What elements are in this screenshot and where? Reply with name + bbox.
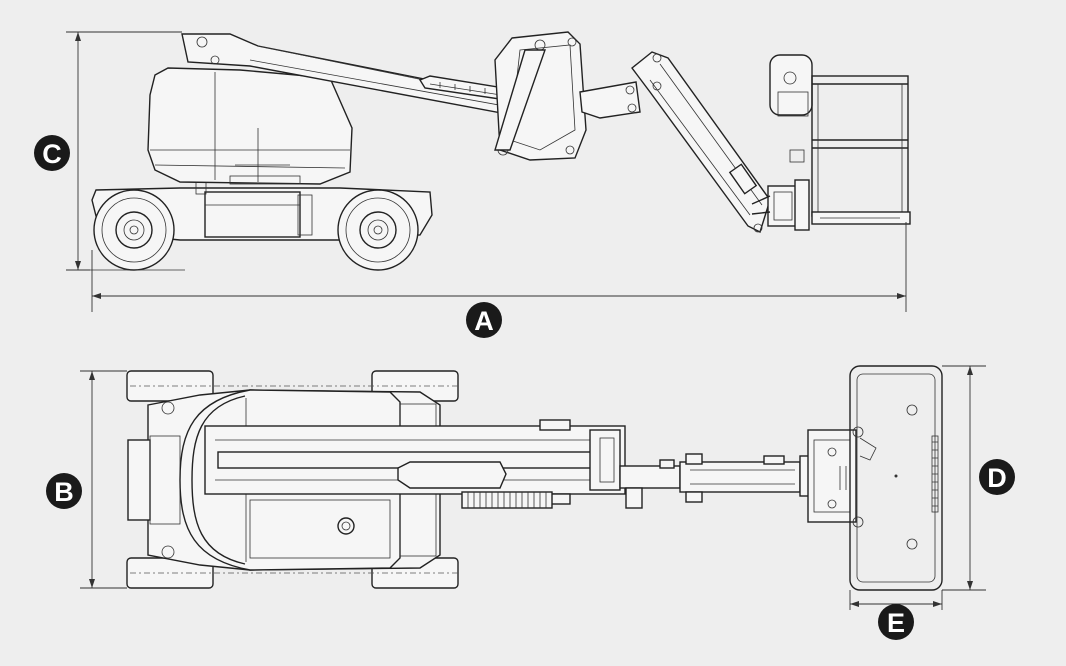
top-main-boom bbox=[204, 419, 626, 505]
dimension-d bbox=[942, 365, 986, 591]
badge-d: D bbox=[979, 459, 1015, 495]
badge-e: E bbox=[878, 604, 914, 640]
badge-c: C bbox=[34, 135, 70, 171]
side-front-wheel bbox=[93, 189, 175, 271]
side-view bbox=[82, 31, 911, 271]
label-e: E bbox=[887, 608, 905, 638]
badge-b: B bbox=[46, 473, 82, 509]
side-riser bbox=[494, 31, 587, 161]
badge-a: A bbox=[466, 302, 502, 338]
label-c: C bbox=[42, 139, 62, 169]
dimension-a bbox=[91, 222, 907, 312]
dimension-c bbox=[66, 31, 182, 271]
top-riser-links bbox=[619, 459, 681, 509]
side-upper-boom bbox=[631, 51, 771, 233]
label-a: A bbox=[474, 306, 494, 336]
side-rear-wheel bbox=[337, 189, 419, 271]
top-upper-boom bbox=[679, 453, 801, 503]
side-jib bbox=[751, 179, 810, 231]
top-view bbox=[126, 365, 943, 591]
side-jib-connector bbox=[579, 81, 641, 119]
side-platform bbox=[769, 54, 911, 225]
top-jib bbox=[799, 429, 857, 523]
top-cable-chain bbox=[461, 491, 553, 509]
label-b: B bbox=[54, 477, 74, 507]
top-platform bbox=[849, 365, 943, 591]
dimension-b bbox=[80, 370, 127, 589]
side-turntable bbox=[147, 67, 353, 185]
label-d: D bbox=[987, 463, 1007, 493]
